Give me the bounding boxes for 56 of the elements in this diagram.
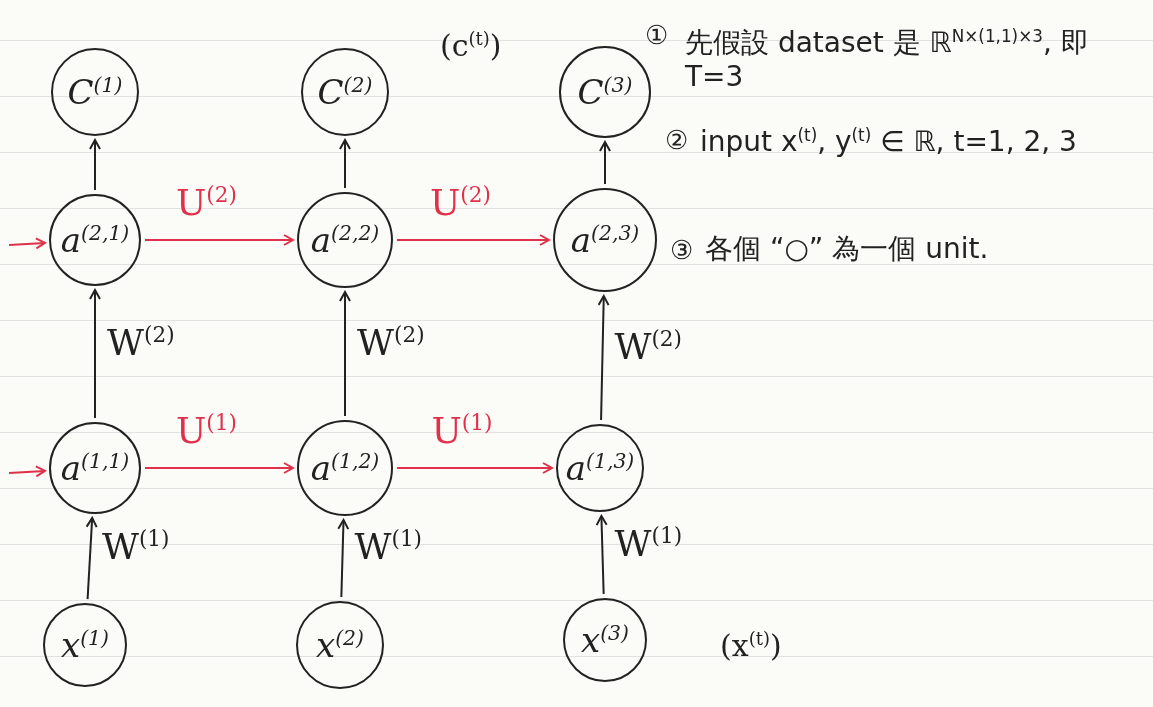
node-label: a$^{(2,3)}$: [570, 220, 640, 260]
item-number: ②: [665, 125, 688, 157]
edge-label: U$^{(1)}$: [430, 412, 494, 449]
node-label: a$^{(1,1)}$: [60, 448, 130, 488]
edge-label: W$^{(1)}$: [353, 528, 424, 566]
unit-circle: [553, 188, 657, 292]
arrow: [144, 462, 294, 474]
node-label: a$^{(2,2)}$: [310, 220, 380, 260]
node-label: C$^{(3)}$: [577, 72, 633, 112]
unit-circle: [563, 598, 647, 682]
unit-circle: [297, 192, 393, 288]
unit-circle: [296, 601, 384, 689]
unit-circle: [49, 422, 141, 514]
item-number: ①: [645, 20, 668, 52]
arrow: [339, 291, 351, 417]
unit-circle: [49, 194, 141, 286]
node-label: C$^{(1)}$: [67, 72, 123, 112]
arrow: [396, 462, 553, 474]
arrow: [89, 289, 101, 419]
edge-label: U$^{(2)}$: [429, 184, 492, 221]
edge-label: W$^{(2)}$: [356, 324, 426, 361]
unit-circle: [51, 48, 139, 136]
edge-label: W$^{(1)}$: [100, 528, 171, 566]
annotation-label: (c$^{(t)}$): [440, 28, 502, 64]
node-label: x$^{(3)}$: [580, 620, 630, 660]
node-label: a$^{(1,2)}$: [310, 448, 380, 488]
edge-label: U$^{(1)}$: [175, 412, 238, 449]
edge-label: W$^{(2)}$: [106, 324, 176, 361]
annotation-label: (x$^{(t)}$): [720, 628, 782, 664]
arrow: [8, 237, 47, 250]
arrow: [8, 465, 47, 478]
unit-circle: [559, 46, 651, 138]
edge-label: U$^{(2)}$: [175, 184, 238, 221]
node-label: a$^{(1,3)}$: [565, 448, 635, 488]
node-label: x$^{(2)}$: [315, 625, 365, 665]
note-text: 各個 “○” 為一個 unit.: [705, 232, 990, 266]
node-label: x$^{(1)}$: [60, 625, 110, 665]
arrow: [597, 295, 610, 421]
item-number: ③: [670, 235, 693, 267]
arrow: [85, 516, 98, 601]
arrow: [144, 234, 294, 246]
note-text: input x$^{(t)}$, y$^{(t)}$ ∈ ℝ, t=1, 2, 3: [700, 125, 1078, 159]
node-label: C$^{(2)}$: [317, 72, 373, 112]
node-label: a$^{(2,1)}$: [60, 220, 130, 260]
arrow: [396, 234, 550, 246]
arrow: [595, 515, 608, 595]
edge-label: W$^{(1)}$: [613, 525, 684, 562]
unit-circle: [301, 48, 389, 136]
arrow: [89, 139, 101, 191]
edge-label: W$^{(2)}$: [613, 328, 683, 365]
unit-circle: [297, 420, 393, 516]
arrow: [337, 519, 350, 598]
arrow: [339, 139, 351, 189]
unit-circle: [43, 603, 127, 687]
unit-circle: [556, 424, 644, 512]
note-text: 先假設 dataset 是 ℝ$^{N×(1,1)×3}$, 即 T=3: [685, 26, 1090, 94]
